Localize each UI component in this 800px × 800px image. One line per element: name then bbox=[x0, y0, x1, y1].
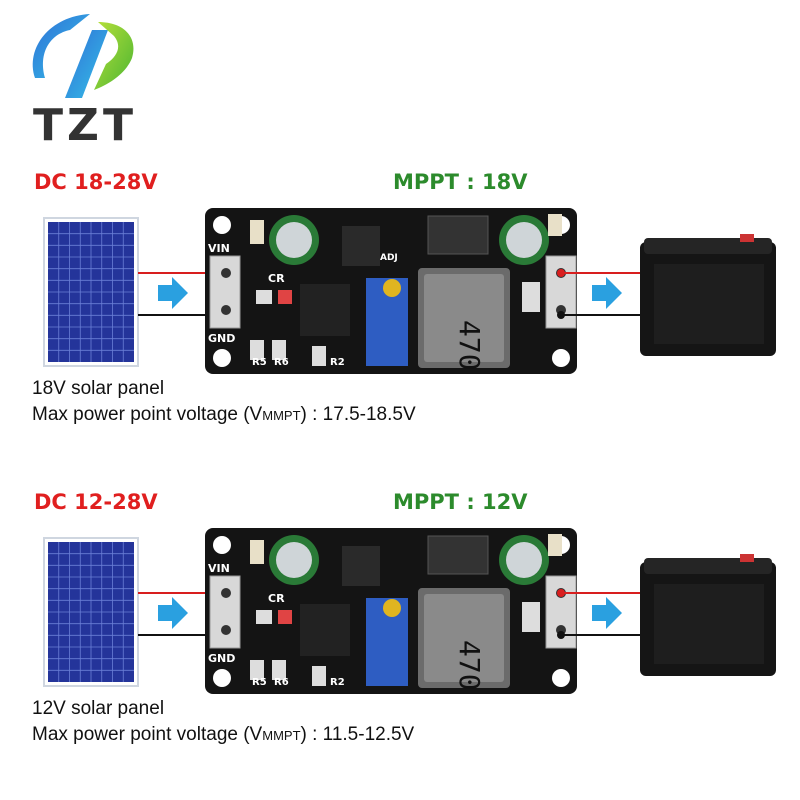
voltage-caption: Max power point voltage (VMMPT) : 11.5-1… bbox=[32, 724, 415, 745]
section-18v: DC 18-28V MPPT : 18V bbox=[0, 160, 800, 480]
svg-text:VIN: VIN bbox=[208, 562, 230, 575]
wiring-diagram: VIN GND CR R5 R6 R2 470 bbox=[43, 528, 776, 694]
input-voltage-label: DC 12-28V bbox=[34, 490, 158, 514]
panel-caption: 12V solar panel bbox=[32, 698, 165, 719]
svg-text:CR: CR bbox=[268, 272, 285, 285]
svg-text:R6: R6 bbox=[274, 357, 289, 368]
input-voltage-label: DC 18-28V bbox=[34, 170, 158, 194]
svg-text:R2: R2 bbox=[330, 357, 345, 368]
logo-text: TZT bbox=[33, 100, 137, 151]
svg-text:R6: R6 bbox=[274, 677, 289, 688]
panel-caption: 18V solar panel bbox=[32, 378, 165, 399]
section-12v: DC 12-28V MPPT : 12V bbox=[0, 480, 800, 800]
arrow-right-icon bbox=[158, 597, 188, 629]
brand-logo: TZT bbox=[10, 8, 150, 151]
arrow-right-icon bbox=[592, 277, 622, 309]
gnd-label: GND bbox=[208, 332, 235, 345]
svg-text:470: 470 bbox=[453, 640, 486, 691]
arrow-right-icon bbox=[592, 597, 622, 629]
logo-icon bbox=[32, 14, 134, 98]
arrow-right-icon bbox=[158, 277, 188, 309]
solar-panel-icon bbox=[43, 537, 139, 687]
battery-icon bbox=[640, 554, 776, 676]
mppt-board bbox=[205, 208, 577, 374]
mppt-board bbox=[205, 528, 577, 694]
wiring-diagram: VIN GND CR ADJ R5 R6 R2 470 bbox=[43, 208, 776, 374]
mppt-label: MPPT : 12V bbox=[393, 490, 528, 514]
svg-text:R5: R5 bbox=[252, 677, 267, 688]
svg-text:CR: CR bbox=[268, 592, 285, 605]
mppt-label: MPPT : 18V bbox=[393, 170, 528, 194]
svg-text:R5: R5 bbox=[252, 357, 267, 368]
svg-text:R2: R2 bbox=[330, 677, 345, 688]
vin-label: VIN bbox=[208, 242, 230, 255]
voltage-caption: Max power point voltage (VMMPT) : 17.5-1… bbox=[32, 404, 416, 425]
solar-panel-icon bbox=[43, 217, 139, 367]
battery-icon bbox=[640, 234, 776, 356]
svg-text:470: 470 bbox=[453, 320, 486, 371]
svg-text:ADJ: ADJ bbox=[380, 253, 398, 263]
svg-text:GND: GND bbox=[208, 652, 235, 665]
